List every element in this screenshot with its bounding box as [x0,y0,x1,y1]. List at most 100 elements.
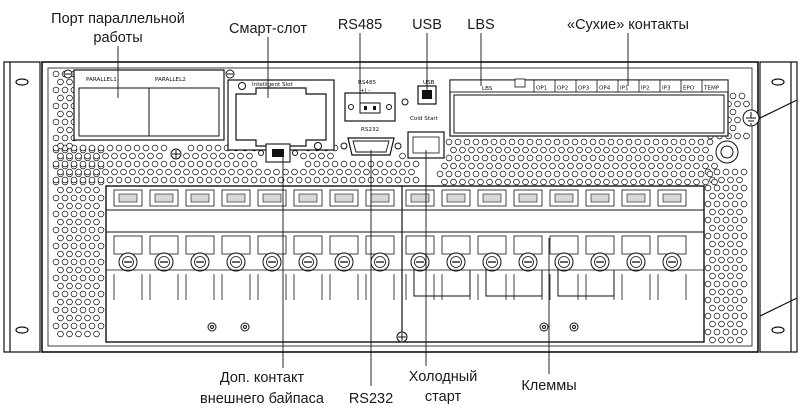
vent-hole [75,186,82,194]
vent-hole [84,298,91,306]
callout-cold-start-line1: Холодный [409,369,478,385]
vent-hole [79,242,87,250]
vent-hole [709,240,716,248]
vent-hole [718,224,725,232]
vent-hole [736,304,743,312]
vent-hole [481,154,489,162]
vent-hole [61,290,69,298]
vent-hole [722,232,730,240]
callout-parallel-port-line1: Порт параллельной [51,11,185,27]
vent-hole [97,210,105,218]
vent-hole [711,178,718,186]
vent-hole [517,154,525,162]
vent-hole [736,288,743,296]
vent-hole [736,256,743,264]
vent-hole [93,282,100,290]
vent-hole [679,170,687,178]
rs232-port: RS232 [340,127,402,156]
vent-hole [693,178,700,186]
vent-hole [544,170,552,178]
vent-hole [124,144,132,152]
vent-hole [228,168,235,176]
vent-hole [61,86,69,94]
vent-hole [704,280,712,288]
vent-hole [52,118,60,126]
vent-hole [504,146,511,154]
vent-hole [412,176,420,184]
vent-hole [57,126,64,134]
vent-hole [666,178,673,186]
vent-hole [567,146,574,154]
label-dry-port: IP3 [662,86,671,92]
vent-hole [97,160,105,168]
vent-hole [743,132,750,140]
vent-hole [52,290,60,298]
vent-hole [531,178,538,186]
vent-hole [313,176,321,184]
vent-hole [486,146,493,154]
vent-hole [562,154,570,162]
vent-hole [718,288,725,296]
vent-hole [286,176,294,184]
vent-hole [549,146,556,154]
vent-hole [580,138,588,146]
vent-hole [52,160,60,168]
vent-hole [688,138,696,146]
vent-hole [661,170,669,178]
vent-hole [734,100,741,108]
vent-hole [111,168,118,176]
vent-hole [84,314,91,322]
vent-hole [722,248,730,256]
vent-hole [97,306,105,314]
vent-hole [740,312,748,320]
vent-hole [709,272,716,280]
vent-hole [88,144,96,152]
vent-hole [589,138,597,146]
vent-hole [684,178,691,186]
vent-hole [192,152,199,160]
terminal [621,189,651,300]
vent-hole [727,256,734,264]
label-dry-port: OP1 [536,86,548,92]
vent-hole [255,168,262,176]
vent-hole [304,176,312,184]
vent-hole [57,266,64,274]
vent-hole [75,234,82,242]
vent-hole [616,170,624,178]
vent-hole [322,176,330,184]
vent-hole [722,216,730,224]
vent-hole [66,330,73,338]
vent-hole [722,312,730,320]
vent-hole [79,258,87,266]
vent-hole [57,234,64,242]
vent-hole [727,304,734,312]
vent-hole [736,336,743,344]
terminal [149,189,179,300]
vent-hole [79,322,87,330]
vent-hole [736,192,743,200]
vent-hole [727,320,734,328]
vent-hole [309,152,316,160]
vent-hole [169,176,177,184]
vent-hole [52,306,60,314]
vent-hole [75,250,82,258]
vent-hole [576,162,583,170]
vent-hole [250,176,258,184]
vent-hole [228,152,235,160]
vent-hole [684,162,691,170]
vent-hole [459,178,466,186]
vent-hole [70,210,78,218]
vent-hole [84,152,91,160]
vent-hole [93,218,100,226]
terminal [513,189,543,300]
vent-hole [106,176,114,184]
vent-hole [718,336,725,344]
vent-hole [331,176,339,184]
vent-hole [722,264,730,272]
vent-hole [52,70,60,78]
vent-hole [309,168,316,176]
vent-hole [736,240,743,248]
vent-hole [713,296,721,304]
right-rack-ear [759,61,798,353]
vent-hole [450,146,457,154]
